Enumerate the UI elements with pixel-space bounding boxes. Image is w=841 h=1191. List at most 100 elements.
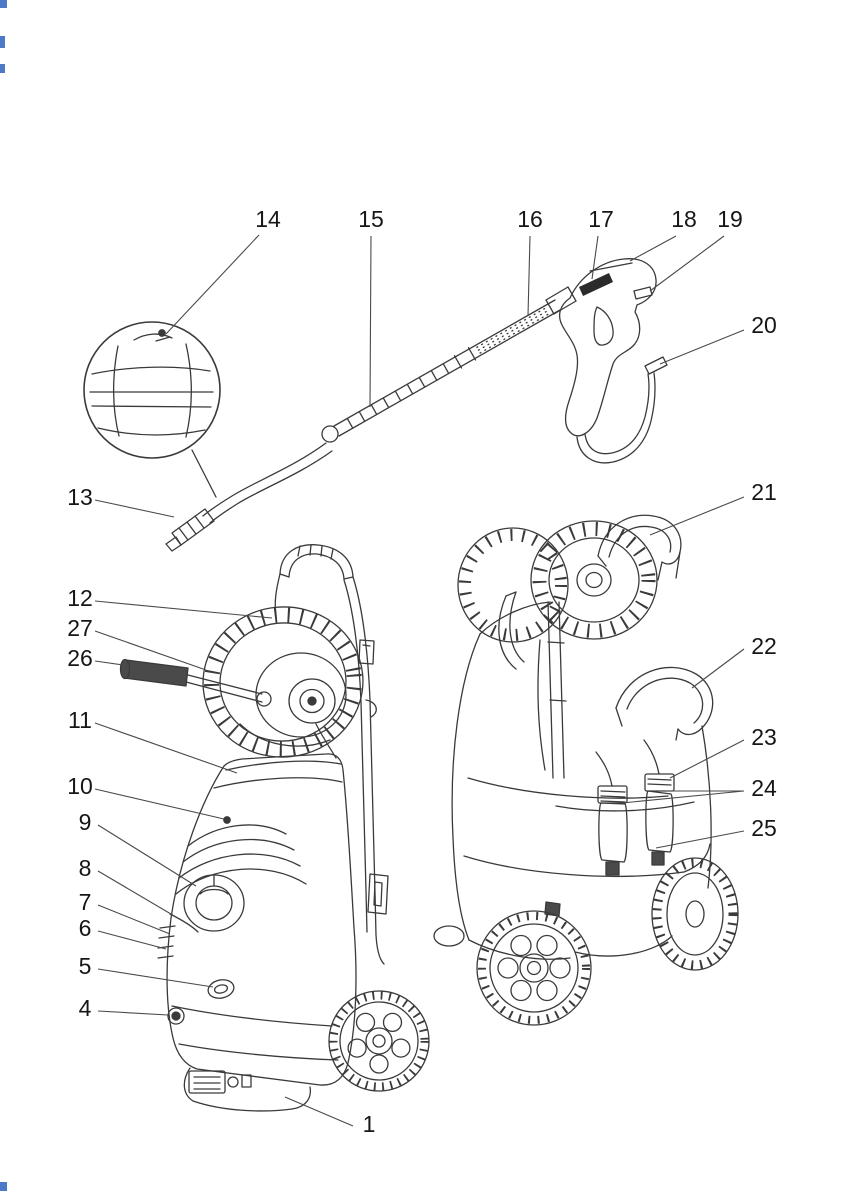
hose-reel-spokes	[204, 607, 362, 757]
callout-13: 13	[67, 484, 93, 510]
nozzle-detail-view	[83, 321, 221, 498]
rear-reel-spokes-front	[532, 522, 656, 638]
leader-27	[94, 630, 207, 671]
leader-16	[527, 235, 531, 317]
callout-11: 11	[68, 707, 92, 733]
scan-artifact	[0, 64, 5, 73]
callout-labels: 14 15 16 17 18 19 20 13 21 12 27 26 11 1…	[67, 206, 777, 1137]
crank-grip-end	[119, 658, 131, 680]
bottle-tip-right	[651, 851, 665, 866]
leader-11	[94, 722, 238, 774]
callout-23: 23	[751, 724, 777, 750]
callout-18: 18	[671, 206, 697, 232]
detergent-port	[207, 979, 235, 999]
nozzle-connector	[165, 508, 215, 552]
bottle-tip-left	[605, 861, 620, 876]
leader-lines	[94, 234, 745, 1127]
body-screw-dot	[223, 816, 231, 824]
gun-trigger	[593, 306, 614, 346]
axle-line	[574, 935, 673, 957]
trigger-gun	[559, 258, 657, 437]
hose-reel-front-flange	[239, 652, 347, 747]
detergent-bottles	[595, 739, 675, 876]
leader-21	[649, 496, 745, 536]
callout-7: 7	[79, 889, 92, 915]
callout-19: 19	[717, 206, 743, 232]
front-unit-wheel	[328, 990, 430, 1092]
lance-coupling	[545, 286, 577, 315]
callout-10: 10	[67, 773, 93, 799]
callout-1: 1	[363, 1111, 376, 1137]
hose-end-coupling	[644, 356, 668, 375]
leader-10	[94, 788, 225, 820]
handle-frame	[274, 573, 389, 965]
magnifier-pointer	[191, 449, 217, 498]
callout-16: 16	[517, 206, 543, 232]
callout-6: 6	[79, 915, 92, 941]
bottle-left	[598, 802, 628, 863]
callout-12: 12	[67, 585, 93, 611]
callout-5: 5	[79, 953, 92, 979]
leader-1	[284, 1096, 354, 1127]
callout-22: 22	[751, 633, 777, 659]
crank-grip	[123, 659, 189, 687]
callout-25: 25	[751, 815, 777, 841]
lance-scale-ticks	[346, 347, 477, 429]
washer-body-front	[157, 723, 357, 1086]
body-rib-lines	[175, 824, 307, 895]
leader-4	[97, 1010, 169, 1016]
wheel-tread	[478, 912, 590, 1024]
reel-crank	[119, 658, 272, 707]
callout-17: 17	[588, 206, 614, 232]
bottle-cap-right	[644, 773, 675, 792]
callout-27: 27	[67, 615, 93, 641]
frame-latch	[358, 639, 375, 665]
hose-guide-hook	[498, 591, 525, 670]
nozzle-marking-dot	[158, 329, 166, 337]
wheel-tread	[329, 991, 429, 1091]
leader-26	[94, 660, 131, 667]
callout-9: 9	[79, 809, 92, 835]
callout-26: 26	[67, 645, 93, 671]
rear-foot	[433, 925, 465, 947]
washer-body-rear	[433, 601, 712, 960]
washer-front-view	[119, 544, 430, 1112]
suction-tube-right	[643, 739, 660, 775]
leader-19	[649, 235, 725, 292]
leader-13	[94, 499, 175, 518]
scan-artifact	[0, 36, 5, 48]
carry-handle-rear	[597, 514, 682, 581]
carry-handle-front	[279, 544, 354, 580]
callout-21: 21	[751, 479, 777, 505]
gun-safety-lever	[633, 286, 653, 300]
pressure-regulator-knob	[183, 874, 245, 932]
rear-unit-front-wheel	[476, 910, 592, 1026]
leader-22	[691, 648, 745, 689]
callout-20: 20	[751, 312, 777, 338]
lance-end-ring	[321, 425, 339, 443]
leader-5	[97, 968, 214, 988]
callout-15: 15	[358, 206, 384, 232]
leader-23	[669, 739, 745, 779]
illustration	[83, 258, 739, 1112]
callout-4: 4	[79, 995, 92, 1021]
lance-knurled-section	[476, 307, 550, 354]
leader-8	[97, 870, 177, 918]
power-switch	[167, 1007, 185, 1025]
leader-17	[591, 235, 599, 280]
bottle-cap-left	[597, 785, 628, 804]
callout-8: 8	[79, 855, 92, 881]
scan-artifacts	[0, 0, 7, 1191]
leader-9	[97, 824, 197, 887]
leader-7	[97, 904, 171, 935]
leader-24b	[621, 790, 745, 804]
wheel-tread	[652, 858, 738, 970]
callout-24: 24	[751, 775, 777, 801]
suction-tube-left	[595, 751, 613, 787]
leader-12	[94, 600, 273, 619]
rear-frame	[537, 601, 567, 779]
rear-unit-side-wheel	[651, 857, 739, 971]
leader-6	[97, 930, 167, 950]
